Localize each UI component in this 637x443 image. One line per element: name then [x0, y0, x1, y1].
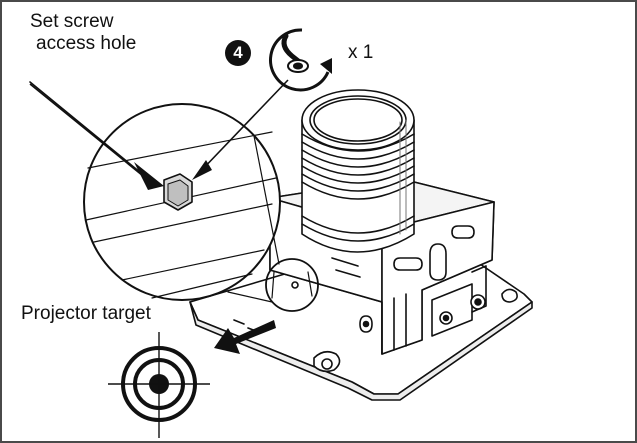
tool-pointer-head: [192, 160, 212, 180]
set-screw-label-line2: access hole: [36, 33, 137, 54]
leader-lines: [29, 81, 153, 183]
leader-arrowhead: [134, 162, 164, 190]
projector-target-label: Projector target: [21, 303, 151, 324]
detail-source-circle: [265, 258, 319, 312]
magnified-detail: [83, 103, 281, 303]
step-number-badge: 4: [225, 40, 251, 66]
direction-arrow-icon: [214, 320, 276, 354]
hex-key-icon: [269, 28, 332, 92]
leader-to-hole: [29, 83, 149, 181]
quantity-label: x 1: [348, 42, 374, 63]
crosshair-target-icon: [108, 332, 210, 438]
threaded-pipe: [301, 89, 415, 253]
set-screw-label-line1: Set screw: [30, 11, 114, 32]
tool-pointer-line: [197, 79, 289, 175]
set-screw-label: Set screw access hole: [30, 11, 136, 55]
